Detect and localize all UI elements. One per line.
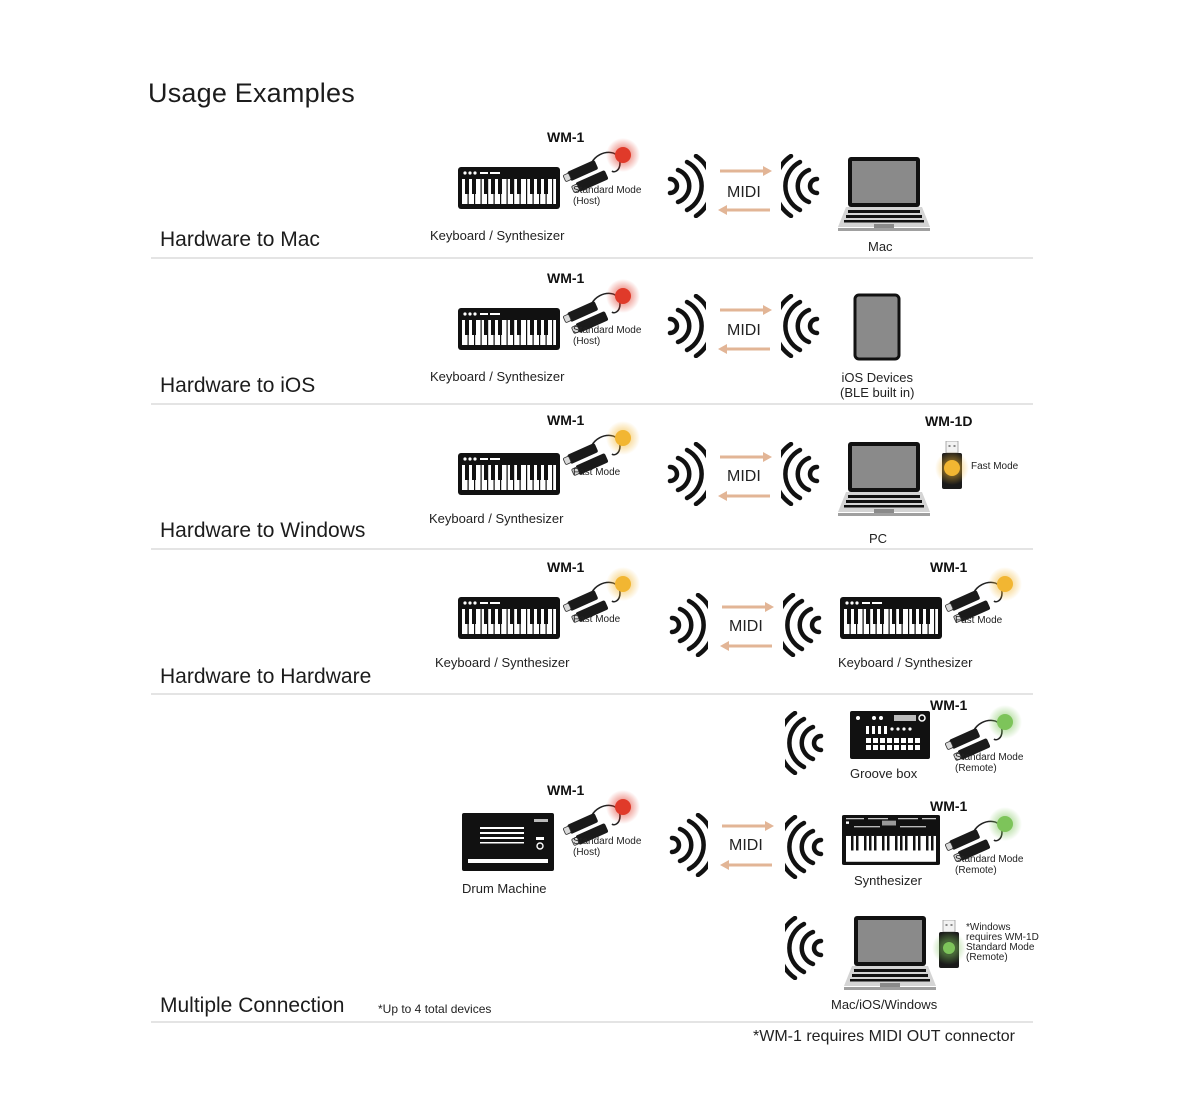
midi-arrows-icon [718,452,772,501]
keyboard-icon [457,166,561,210]
source-device-label: Keyboard / Synthesizer [435,655,570,670]
wm1-label: WM-1 [547,270,585,286]
wireless-waves-icon [666,294,706,358]
target-device-label: Synthesizer [854,873,922,888]
mode-label: Fast Mode [573,467,621,478]
mode-label: Standard Mode(Remote) [955,854,1024,876]
midi-label: MIDI [727,468,761,485]
midi-label: MIDI [727,322,761,339]
wireless-waves-icon [783,593,823,657]
target-device-label: Keyboard / Synthesizer [838,655,973,670]
led-red-icon [606,279,640,313]
led-yellow-icon [606,421,640,455]
mode-label: Fast Mode [955,615,1003,626]
wireless-waves-icon [666,442,706,506]
keyboard-icon [457,452,561,496]
row-label: Hardware to iOS [160,374,316,397]
led-red-icon [606,790,640,824]
source-device-label: Keyboard / Synthesizer [430,228,565,243]
laptop-icon [836,440,932,520]
keyboard-icon [457,596,561,640]
target-device-label: PC [869,531,888,546]
wm1-label: WM-1 [547,559,585,575]
laptop-icon [842,914,938,994]
wireless-waves-icon [781,442,821,506]
source-device-label: Drum Machine [462,881,547,896]
mode-label: Standard Mode(Host) [573,185,642,207]
wm1-label: WM-1 [930,798,968,814]
divider [151,548,1033,550]
midi-arrows-icon [718,305,772,354]
wireless-waves-icon [785,916,825,980]
row-label: Hardware to Windows [160,519,366,542]
mode-label: Standard Mode(Remote) [955,752,1024,774]
mode-label: Fast Mode [971,461,1019,472]
wm1-label: WM-1 [930,559,968,575]
wireless-waves-icon [785,711,825,775]
divider [151,1021,1033,1023]
led-red-icon [606,138,640,172]
led-yellow-icon [935,451,969,485]
midi-label: MIDI [729,837,763,854]
divider [151,257,1033,259]
tablet-icon [853,293,901,361]
mode-label: Fast Mode [573,614,621,625]
mode-label: Standard Mode(Host) [573,325,642,347]
row-label: Hardware to Mac [160,228,320,251]
midi-label: MIDI [727,184,761,201]
wm1d-label: WM-1D [925,413,973,429]
divider [151,403,1033,405]
wireless-waves-icon [781,154,821,218]
laptop-icon [836,155,932,235]
windows-requirement-note: *Windows requires WM-1D Standard Mode (R… [966,922,1039,963]
source-device-label: Keyboard / Synthesizer [430,369,565,384]
led-green-icon [988,705,1022,739]
wireless-waves-icon [785,815,825,879]
source-device-label: Keyboard / Synthesizer [429,511,564,526]
wm1-label: WM-1 [547,412,585,428]
wireless-waves-icon [668,813,708,877]
target-device-label: Mac [868,239,893,254]
wm1-label: WM-1 [547,129,585,145]
led-yellow-icon [606,567,640,601]
target-device-label: iOS Devices(BLE built in) [840,370,915,400]
midi-arrows-icon [718,166,772,215]
led-green-icon [988,807,1022,841]
keyboard-icon [457,307,561,351]
keyboard-icon [839,596,943,640]
wireless-waves-icon [781,294,821,358]
wireless-waves-icon [668,593,708,657]
target-device-label: Mac/iOS/Windows [831,997,938,1012]
page-title: Usage Examples [148,78,355,108]
mode-label: Standard Mode(Host) [573,836,642,858]
footnote: *WM-1 requires MIDI OUT connector [753,1028,1015,1045]
drum-machine-icon [462,813,554,871]
row-label: Multiple Connection [160,994,345,1017]
midi-arrows-icon [720,602,774,651]
wireless-waves-icon [666,154,706,218]
midi-arrows-icon [720,821,774,870]
groove-box-icon [850,711,930,759]
wm1-label: WM-1 [930,697,968,713]
divider [151,693,1033,695]
row-label: Hardware to Hardware [160,665,372,688]
synthesizer-icon [842,815,940,865]
target-device-label: Groove box [850,766,918,781]
midi-label: MIDI [729,618,763,635]
led-yellow-icon [988,567,1022,601]
led-green-icon [932,931,966,965]
wm1-label: WM-1 [547,782,585,798]
device-limit-note: *Up to 4 total devices [378,1002,492,1016]
